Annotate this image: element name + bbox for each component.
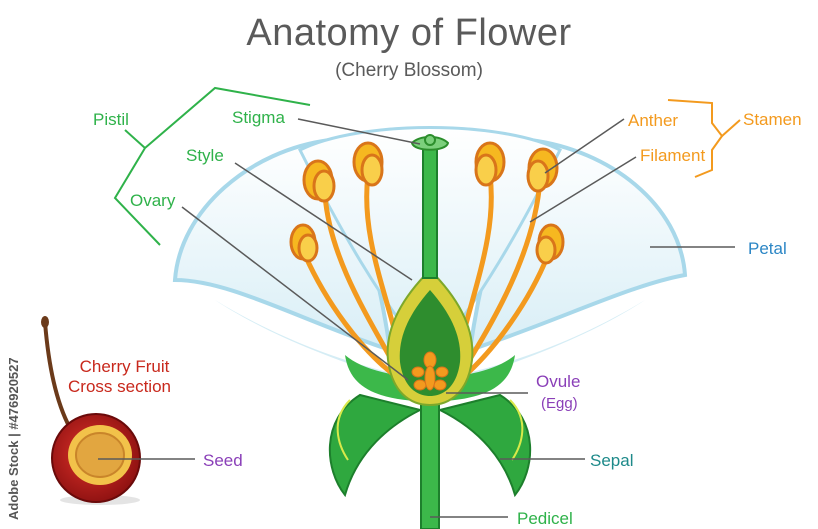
label-cherry-fruit: Cherry Fruit Cross section [74,357,171,397]
label-filament: Filament [640,146,705,166]
label-sepal: Sepal [590,451,633,471]
label-pedicel: Pedicel [517,509,573,529]
label-anther: Anther [628,111,678,131]
label-seed: Seed [203,451,243,471]
label-ovule: Ovule [536,372,580,392]
page-title: Anatomy of Flower [0,12,818,55]
pedicel-stem [421,395,439,529]
page-subtitle: (Cherry Blossom) [0,60,818,82]
label-petal: Petal [748,239,787,259]
label-cherry-fruit-line2: Cross section [68,377,171,397]
label-cherry-fruit-line1: Cherry Fruit [78,357,171,377]
label-ovary: Ovary [130,191,175,211]
label-style: Style [186,146,224,166]
label-pistil: Pistil [93,110,129,130]
cherry-fruit [41,316,140,505]
label-stamen: Stamen [743,110,802,130]
label-egg: (Egg) [541,395,578,412]
stock-credit: Adobe Stock | #476920527 [6,320,21,520]
label-stigma: Stigma [232,108,285,128]
